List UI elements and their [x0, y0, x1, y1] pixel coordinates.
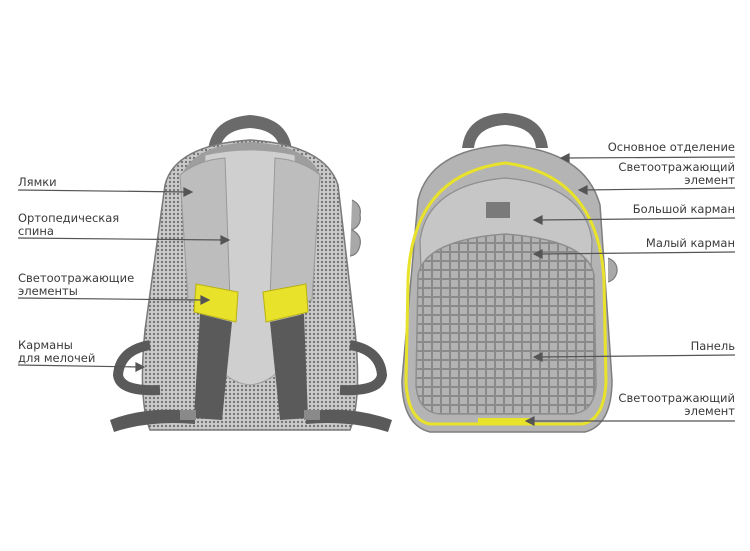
back-side-strap-right — [339, 340, 388, 396]
label-big-pocket: Большой карман — [632, 202, 735, 216]
label-main-compartment: Основное отделение — [607, 140, 735, 154]
back-lower-strap-right — [270, 314, 308, 420]
arrow-small-pocket — [532, 249, 543, 259]
front-logo — [486, 202, 510, 218]
leader-panel — [537, 354, 736, 358]
label-reflective-front-top: Светоотражающий элемент — [618, 160, 735, 187]
arrow-pockets — [135, 362, 146, 372]
front-view — [401, 113, 618, 433]
back-bottom-webbing-left — [110, 409, 195, 432]
label-panel: Панель — [690, 339, 735, 353]
leader-main — [564, 156, 736, 159]
back-strap-pad-right — [269, 157, 321, 306]
arrow-main — [559, 153, 570, 163]
back-lower-strap-left — [194, 314, 232, 420]
back-reflective-left — [193, 283, 239, 323]
back-side-strap-left — [112, 340, 161, 396]
leader-reflective-back — [17, 297, 206, 301]
label-ortho-back: Ортопедическая спина — [18, 211, 120, 238]
label-reflective-back: Светоотражающие элементы — [18, 271, 135, 298]
back-handle — [208, 115, 292, 150]
front-panel — [415, 233, 597, 415]
back-side-tab-right — [349, 199, 361, 257]
back-buckle-left — [180, 410, 196, 420]
front-handle — [462, 113, 548, 148]
leader-lines — [17, 153, 736, 426]
back-buckle-right — [304, 410, 320, 420]
arrow-reflective-top — [577, 185, 588, 195]
front-side-tab-right — [607, 257, 618, 283]
leader-straps — [17, 189, 189, 193]
label-straps: Лямки — [18, 175, 57, 189]
label-reflective-front-bottom: Светоотражающий элемент — [618, 391, 735, 418]
leader-small-pocket — [537, 251, 736, 255]
arrow-panel — [532, 352, 543, 362]
back-reflective-right — [262, 283, 309, 323]
leader-pockets — [17, 364, 141, 368]
back-bottom-webbing-right — [306, 409, 392, 432]
label-small-pocket: Малый карман — [645, 236, 735, 250]
arrow-ortho — [220, 235, 231, 245]
leader-big-pocket — [537, 217, 736, 221]
back-strap-pad-left — [179, 157, 231, 306]
arrow-reflective-back — [200, 295, 211, 305]
label-pockets: Карманы для мелочей — [18, 338, 96, 365]
arrow-straps — [183, 187, 194, 197]
back-view — [110, 115, 392, 432]
arrow-reflective-bottom — [524, 416, 535, 426]
front-reflective-strip — [478, 418, 532, 424]
leader-ortho — [17, 237, 226, 241]
arrow-big-pocket — [532, 215, 543, 225]
leader-reflective-top — [582, 187, 736, 191]
front-reflective-piping — [404, 161, 608, 426]
